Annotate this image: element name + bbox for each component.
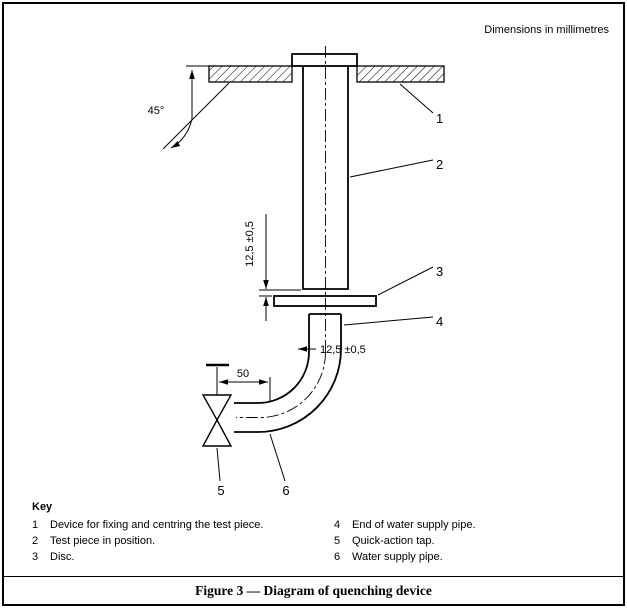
tap-body-upper xyxy=(201,394,233,422)
tap-distance-label: 50 xyxy=(237,368,249,380)
key: Key 1 Device for fixing and centring the… xyxy=(32,499,616,565)
key-item-number: 3 xyxy=(32,551,39,563)
key-item-text: Disc. xyxy=(50,551,75,563)
pipe-dimension: 12,5 ±0,5 xyxy=(298,344,366,356)
disc xyxy=(273,295,377,307)
fixing-plate-right xyxy=(356,65,445,83)
key-item-2: 2 Test piece in position. xyxy=(32,533,334,549)
tap-body-lower xyxy=(201,418,233,447)
key-item-number: 2 xyxy=(32,535,39,547)
key-item-3: 3 Disc. xyxy=(32,549,334,565)
key-item-1: 1 Device for fixing and centring the tes… xyxy=(32,517,334,533)
gap-dimension: 12,5 ±0,5 xyxy=(244,214,301,321)
callout-5-label: 5 xyxy=(217,483,224,498)
callout-4-label: 4 xyxy=(436,314,443,329)
water-supply-pipe xyxy=(234,313,342,433)
test-piece xyxy=(291,53,358,290)
fixing-plate-left xyxy=(208,65,293,83)
key-item-5: 5 Quick-action tap. xyxy=(334,533,476,549)
key-item-6: 6 Water supply pipe. xyxy=(334,549,476,565)
callout-4-leader xyxy=(343,316,434,326)
callout-6-leader xyxy=(269,433,286,482)
pipe-elbow-outer xyxy=(234,348,342,433)
callout-3-label: 3 xyxy=(436,264,443,279)
callout-1-leader xyxy=(399,83,434,114)
quick-action-tap xyxy=(201,363,233,447)
key-item-number: 4 xyxy=(334,519,341,531)
callout-2-leader xyxy=(349,159,434,178)
tap-distance-dimension: 50 xyxy=(219,368,271,402)
key-item-text: Quick-action tap. xyxy=(352,535,435,547)
key-item-text: Water supply pipe. xyxy=(352,551,443,563)
fixing-plate xyxy=(208,65,445,83)
gap-dimension-label: 12,5 ±0,5 xyxy=(244,221,256,267)
key-item-number: 5 xyxy=(334,535,341,547)
callout-3-leader xyxy=(377,266,434,296)
key-item-4: 4 End of water supply pipe. xyxy=(334,517,476,533)
dimensions-note: Dimensions in millimetres xyxy=(484,24,609,36)
callout-6-label: 6 xyxy=(282,483,289,498)
angle-arc-arrow xyxy=(170,118,193,149)
key-item-text: End of water supply pipe. xyxy=(352,519,476,531)
pipe-centerline xyxy=(236,351,326,418)
caption-divider xyxy=(4,576,623,577)
angle-label: 45° xyxy=(148,105,165,117)
key-item-number: 6 xyxy=(334,551,341,563)
quenching-device-drawing: 45° 12,5 ±0,5 12,5 ±0,5 50 1 2 xyxy=(148,46,445,498)
callouts: 1 2 3 4 5 6 xyxy=(216,83,443,498)
callout-1-label: 1 xyxy=(436,111,443,126)
key-item-text: Device for fixing and centring the test … xyxy=(50,519,264,531)
key-title: Key xyxy=(32,501,53,513)
pipe-dimension-label: 12,5 ±0,5 xyxy=(320,344,366,356)
test-piece-cap xyxy=(291,53,358,67)
angle-chamfer-line xyxy=(162,82,230,150)
pipe-elbow-inner xyxy=(234,351,310,404)
key-item-number: 1 xyxy=(32,519,39,531)
angle-annotation: 45° xyxy=(148,65,230,150)
callout-2-label: 2 xyxy=(436,157,443,172)
callout-5-leader xyxy=(216,447,221,482)
figure-caption: Figure 3 — Diagram of quenching device xyxy=(195,583,432,598)
key-item-text: Test piece in position. xyxy=(50,535,156,547)
